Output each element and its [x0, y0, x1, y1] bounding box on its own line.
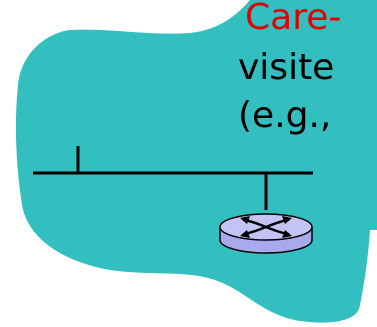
router-icon	[219, 213, 313, 254]
example-label: (e.g.,	[238, 95, 332, 136]
care-of-label: Care-	[245, 0, 342, 38]
visited-network-label: visite	[238, 47, 335, 88]
